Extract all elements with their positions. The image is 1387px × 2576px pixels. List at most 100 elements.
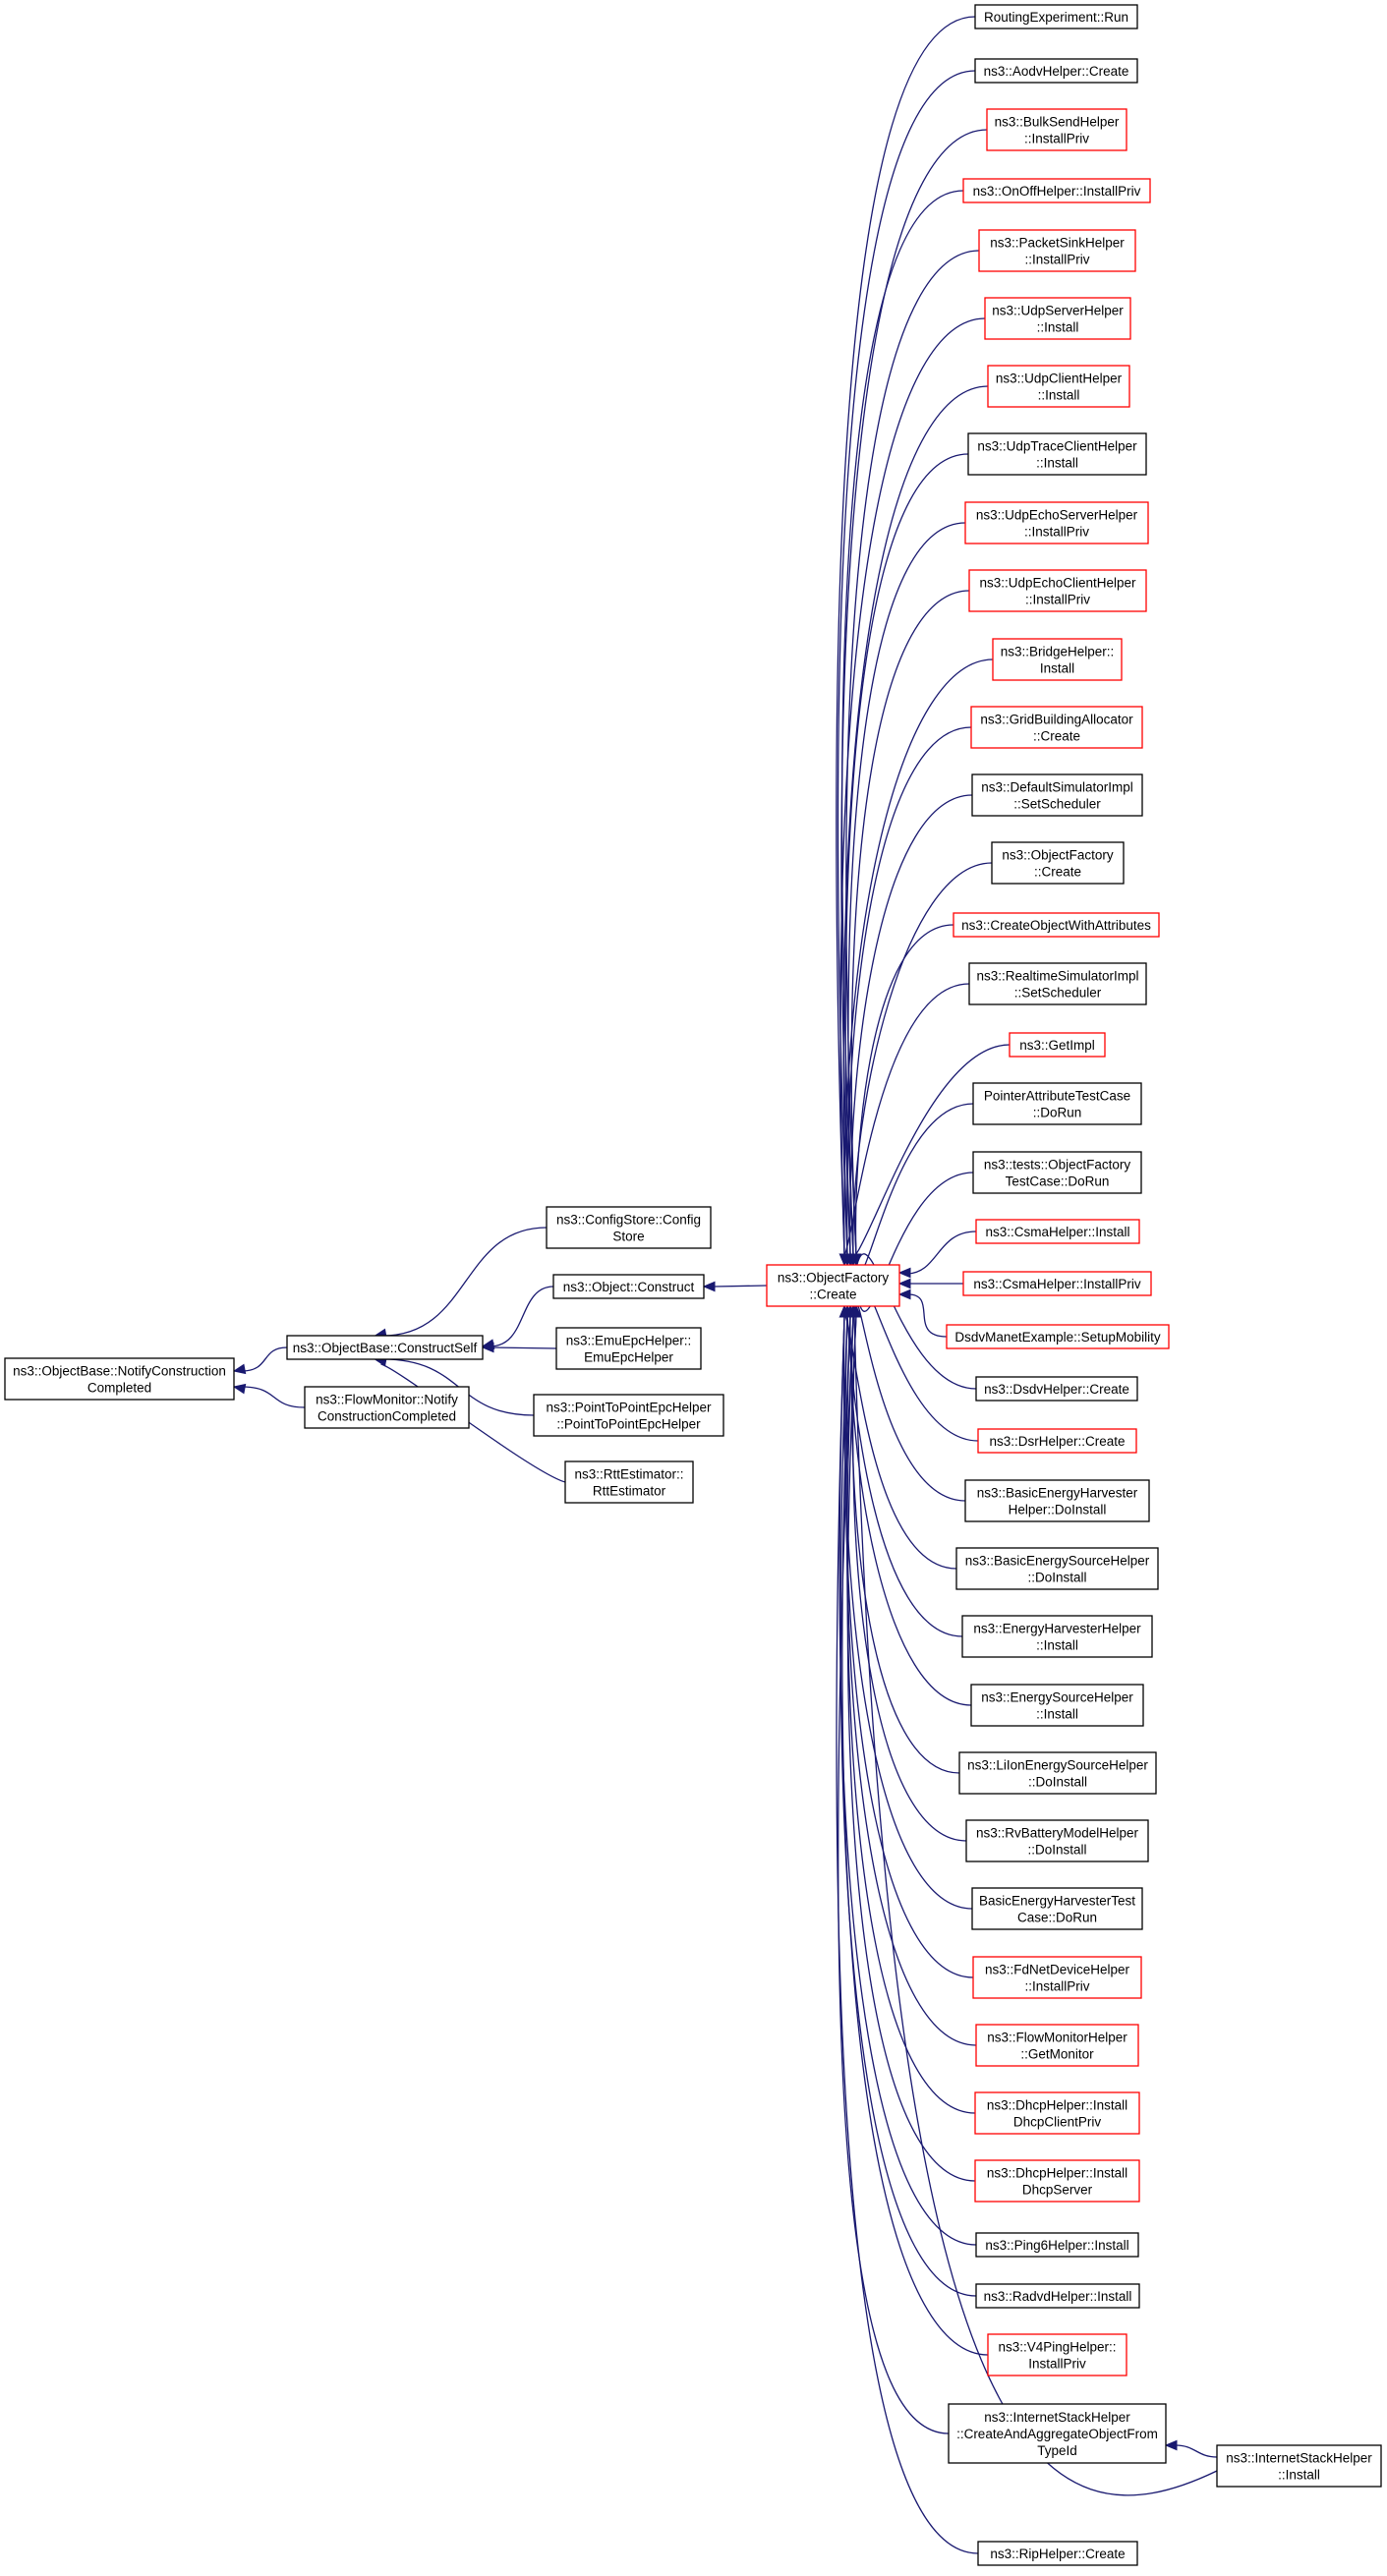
node-routing-run[interactable]: RoutingExperiment::Run xyxy=(974,4,1138,29)
node-ping6[interactable]: ns3::Ping6Helper::Install xyxy=(975,2232,1139,2258)
node-basic-energy-harvester[interactable]: ns3::BasicEnergyHarvesterHelper::DoInsta… xyxy=(964,1479,1150,1522)
node-box xyxy=(992,638,1123,681)
node-udp-echo-client[interactable]: ns3::UdpEchoClientHelper::InstallPriv xyxy=(968,569,1147,612)
node-box xyxy=(286,1335,484,1360)
node-internet-stack-create[interactable]: ns3::InternetStackHelper::CreateAndAggre… xyxy=(948,2403,1167,2464)
edge-aodv-create-to-object-factory-create xyxy=(837,70,976,1257)
node-label: ::DoInstall xyxy=(1028,1775,1087,1790)
node-dsdv-create[interactable]: ns3::DsdvHelper::Create xyxy=(975,1376,1138,1402)
node-p2p-epc-helper[interactable]: ns3::PointToPointEpcHelper::PointToPoint… xyxy=(533,1394,724,1437)
node-fd-net[interactable]: ns3::FdNetDeviceHelper::InstallPriv xyxy=(972,1956,1142,1999)
edge-dhcp-client-to-object-factory-create xyxy=(846,1314,976,2114)
node-flow-monitor-notify[interactable]: ns3::FlowMonitor::NotifyConstructionComp… xyxy=(304,1386,470,1429)
node-csma-install[interactable]: ns3::CsmaHelper::Install xyxy=(975,1219,1140,1244)
node-rtt-estimator[interactable]: ns3::RttEstimator::RttEstimator xyxy=(564,1460,694,1504)
node-label: ns3::LiIonEnergySourceHelper xyxy=(967,1758,1148,1773)
node-udp-server[interactable]: ns3::UdpServerHelper::Install xyxy=(984,297,1131,340)
node-box xyxy=(970,706,1143,749)
node-object-construct[interactable]: ns3::Object::Construct xyxy=(552,1274,705,1299)
node-box xyxy=(974,4,1138,29)
node-emu-epc-helper[interactable]: ns3::EmuEpcHelper::EmuEpcHelper xyxy=(555,1327,702,1370)
node-label: DhcpServer xyxy=(1022,2183,1093,2198)
node-construct-self[interactable]: ns3::ObjectBase::ConstructSelf xyxy=(286,1335,484,1360)
node-dsdv-manet[interactable]: DsdvManetExample::SetupMobility xyxy=(946,1324,1170,1349)
node-label: ::Create xyxy=(1034,865,1081,880)
node-box xyxy=(533,1394,724,1437)
node-label: ns3::FlowMonitor::Notify xyxy=(316,1393,458,1407)
node-dsr-create[interactable]: ns3::DsrHelper::Create xyxy=(977,1428,1137,1454)
node-pointer-attr[interactable]: PointerAttributeTestCase::DoRun xyxy=(972,1082,1142,1125)
edge-internet-stack-create-to-object-factory-create xyxy=(837,1314,950,2434)
node-label: RttEstimator xyxy=(593,1484,666,1499)
node-get-impl[interactable]: ns3::GetImpl xyxy=(1009,1032,1106,1058)
node-label: ::InstallPriv xyxy=(1024,253,1089,267)
node-box xyxy=(967,432,1147,476)
node-box xyxy=(987,365,1130,408)
node-box xyxy=(972,1082,1142,1125)
node-label: ns3::Object::Construct xyxy=(563,1280,695,1294)
edge-ping6-to-object-factory-create xyxy=(838,1314,977,2246)
node-radvd[interactable]: ns3::RadvdHelper::Install xyxy=(975,2283,1140,2309)
node-config-store[interactable]: ns3::ConfigStore::ConfigStore xyxy=(546,1206,712,1249)
node-bridge[interactable]: ns3::BridgeHelper::Install xyxy=(992,638,1123,681)
node-basic-energy-source[interactable]: ns3::BasicEnergySourceHelper::DoInstall xyxy=(955,1547,1159,1590)
node-energy-harvester[interactable]: ns3::EnergyHarvesterHelper::Install xyxy=(961,1615,1153,1658)
node-udp-client[interactable]: ns3::UdpClientHelper::Install xyxy=(987,365,1130,408)
node-default-sim[interactable]: ns3::DefaultSimulatorImpl::SetScheduler xyxy=(971,773,1143,817)
node-on-off[interactable]: ns3::OnOffHelper::InstallPriv xyxy=(962,178,1151,203)
node-label: ns3::UdpTraceClientHelper xyxy=(977,439,1137,454)
edge-realtime-sim-to-object-factory-create xyxy=(843,983,970,1257)
edge-udp-client-to-object-factory-create xyxy=(842,385,989,1257)
node-root[interactable]: ns3::ObjectBase::NotifyConstructionCompl… xyxy=(4,1357,235,1401)
node-create-obj-attr[interactable]: ns3::CreateObjectWithAttributes xyxy=(953,912,1160,938)
node-internet-stack-install[interactable]: ns3::InternetStackHelper::Install xyxy=(1216,2444,1382,2488)
node-bulk-send[interactable]: ns3::BulkSendHelper::InstallPriv xyxy=(986,108,1127,151)
node-label: ::SetScheduler xyxy=(1014,986,1102,1001)
node-label: ConstructionCompleted xyxy=(318,1409,456,1424)
node-label: ::GetMonitor xyxy=(1020,2047,1094,2062)
edge-li-ion-to-object-factory-create xyxy=(850,1314,960,1774)
node-v4-ping[interactable]: ns3::V4PingHelper::InstallPriv xyxy=(987,2333,1127,2376)
node-box xyxy=(987,2333,1127,2376)
node-box xyxy=(971,773,1143,817)
node-label: ns3::AodvHelper::Create xyxy=(984,64,1129,79)
edge-udp-server-to-object-factory-create xyxy=(839,317,986,1257)
node-box xyxy=(304,1386,470,1429)
node-box xyxy=(962,1271,1152,1296)
node-rip-create[interactable]: ns3::RipHelper::Create xyxy=(977,2541,1138,2566)
node-label: ::PointToPointEpcHelper xyxy=(556,1417,701,1432)
node-packet-sink[interactable]: ns3::PacketSinkHelper::InstallPriv xyxy=(978,229,1136,272)
edge-rv-battery-to-object-factory-create xyxy=(852,1314,967,1842)
node-rv-battery[interactable]: ns3::RvBatteryModelHelper::DoInstall xyxy=(965,1819,1149,1862)
node-object-factory-create[interactable]: ns3::ObjectFactory::Create xyxy=(766,1264,900,1307)
node-csma-install-priv[interactable]: ns3::CsmaHelper::InstallPriv xyxy=(962,1271,1152,1296)
node-label: ::Install xyxy=(1036,456,1078,471)
node-obj-factory-create2[interactable]: ns3::ObjectFactory::Create xyxy=(991,841,1125,885)
node-box xyxy=(946,1324,1170,1349)
node-label: ns3::tests::ObjectFactory xyxy=(984,1158,1131,1173)
node-energy-source[interactable]: ns3::EnergySourceHelper::Install xyxy=(970,1684,1144,1727)
node-flow-monitor-helper[interactable]: ns3::FlowMonitorHelper::GetMonitor xyxy=(975,2024,1139,2067)
node-li-ion[interactable]: ns3::LiIonEnergySourceHelper::DoInstall xyxy=(958,1751,1157,1795)
node-box xyxy=(964,501,1149,544)
node-box xyxy=(965,1819,1149,1862)
node-aodv-create[interactable]: ns3::AodvHelper::Create xyxy=(974,58,1138,84)
node-realtime-sim[interactable]: ns3::RealtimeSimulatorImpl::SetScheduler xyxy=(968,962,1147,1005)
node-grid-building[interactable]: ns3::GridBuildingAllocator::Create xyxy=(970,706,1143,749)
node-label: ns3::UdpServerHelper xyxy=(992,304,1124,318)
edge-internet-stack-install-to-object-factory-create-head xyxy=(848,1304,860,1318)
node-label: TypeId xyxy=(1037,2443,1077,2458)
node-box xyxy=(961,1615,1153,1658)
edge-flow-monitor-notify-to-root xyxy=(241,1386,306,1408)
node-box xyxy=(975,2283,1140,2309)
node-udp-echo-server[interactable]: ns3::UdpEchoServerHelper::InstallPriv xyxy=(964,501,1149,544)
node-label: ns3::UdpEchoServerHelper xyxy=(976,508,1138,523)
node-label: ::SetScheduler xyxy=(1013,797,1101,812)
edge-bulk-send-to-object-factory-create xyxy=(840,129,988,1257)
node-udp-trace-client[interactable]: ns3::UdpTraceClientHelper::Install xyxy=(967,432,1147,476)
edge-tests-obj-factory-to-object-factory-create-head xyxy=(847,1253,859,1267)
